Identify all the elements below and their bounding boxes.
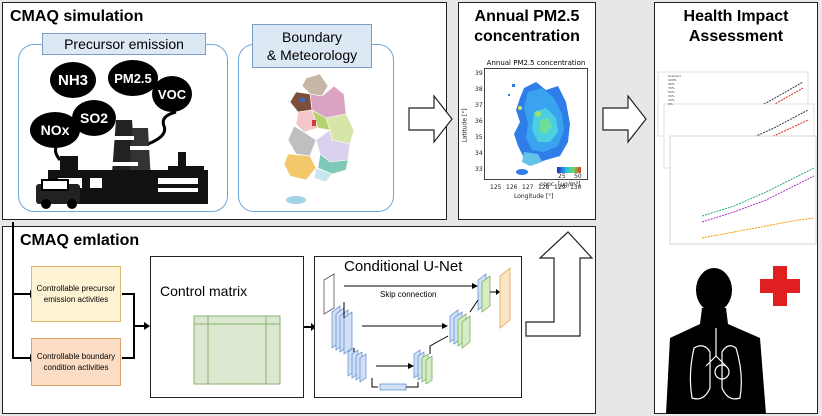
cmaq-simulation-title: CMAQ simulation (10, 8, 144, 25)
pm25-concentration-map (508, 82, 570, 175)
control-matrix-label: Control matrix (160, 283, 248, 299)
korea-region-map (283, 73, 355, 204)
arrow-to-health (602, 94, 647, 144)
y-tick-37: 37 (475, 102, 483, 109)
legend-entry: 90% (668, 82, 675, 86)
health-legend: Scenario 100% 90% 70% 50% 30% 10% 0% (668, 74, 686, 106)
colorbar-label: conc. [μg/m³] (540, 181, 581, 188)
red-cross-icon (760, 266, 800, 306)
x-tick-126: 126 (506, 184, 518, 191)
arrow-emulation-to-pm25 (525, 231, 594, 337)
x-tick-128: 128 (538, 184, 550, 191)
species-bubble-nh3: NH3 (50, 62, 96, 98)
x-tick-127: 127 (522, 184, 534, 191)
y-tick-33: 33 (475, 166, 483, 173)
human-lungs-icon (666, 268, 766, 414)
y-tick-39: 39 (475, 70, 483, 77)
y-tick-38: 38 (475, 86, 483, 93)
y-tick-34: 34 (475, 150, 483, 157)
arrow-matrix-to-unet (304, 323, 316, 331)
input-boundary-condition: Controllable boundary condition activiti… (31, 338, 121, 386)
unet-architecture (323, 267, 511, 391)
y-tick-35: 35 (475, 134, 483, 141)
legend-entry: 50% (668, 90, 675, 94)
arrow-to-pm25 (408, 94, 453, 144)
health-scenario-charts (657, 71, 817, 245)
pm25-map-title: Annual PM2.5 concentration (486, 59, 586, 67)
x-tick-130: 130 (570, 184, 582, 191)
legend-title: Scenario (668, 74, 682, 78)
legend-entry: 70% (668, 86, 675, 90)
legend-entry: 100% (668, 78, 677, 82)
pm25-panel-title: Annual PM2.5 concentration (474, 8, 580, 45)
control-matrix-grid (193, 315, 281, 385)
x-tick-129: 129 (554, 184, 566, 191)
unet-label: Conditional U-Net (344, 258, 463, 275)
legend-entry: 30% (668, 94, 675, 98)
boundary-meteorology-label: Boundary & Meteorology (252, 24, 372, 68)
health-impact-title: Health Impact Assessment (683, 8, 789, 45)
colorbar-tick-25: 25 (558, 173, 566, 180)
input-precursor-emission: Controllable precursor emission activiti… (31, 266, 121, 322)
colorbar-tick-50: 50 (574, 173, 582, 180)
species-bubble-pm25: PM2.5 (108, 60, 158, 96)
cmaq-emulation-title: CMAQ emlation (20, 232, 140, 249)
species-bubble-nox: NOx (30, 112, 80, 148)
x-tick-125: 125 (490, 184, 502, 191)
y-tick-36: 36 (475, 118, 483, 125)
y-axis-label: Latitude [°] (461, 108, 469, 143)
legend-entry: 0% (668, 102, 673, 106)
pm25-colorbar (557, 167, 581, 173)
skip-connection-label: Skip connection (380, 290, 437, 299)
x-axis-label: Longitude [°] (514, 193, 554, 200)
precursor-emission-label: Precursor emission (42, 33, 206, 55)
legend-entry: 10% (668, 98, 675, 102)
species-bubble-voc: VOC (152, 76, 192, 112)
